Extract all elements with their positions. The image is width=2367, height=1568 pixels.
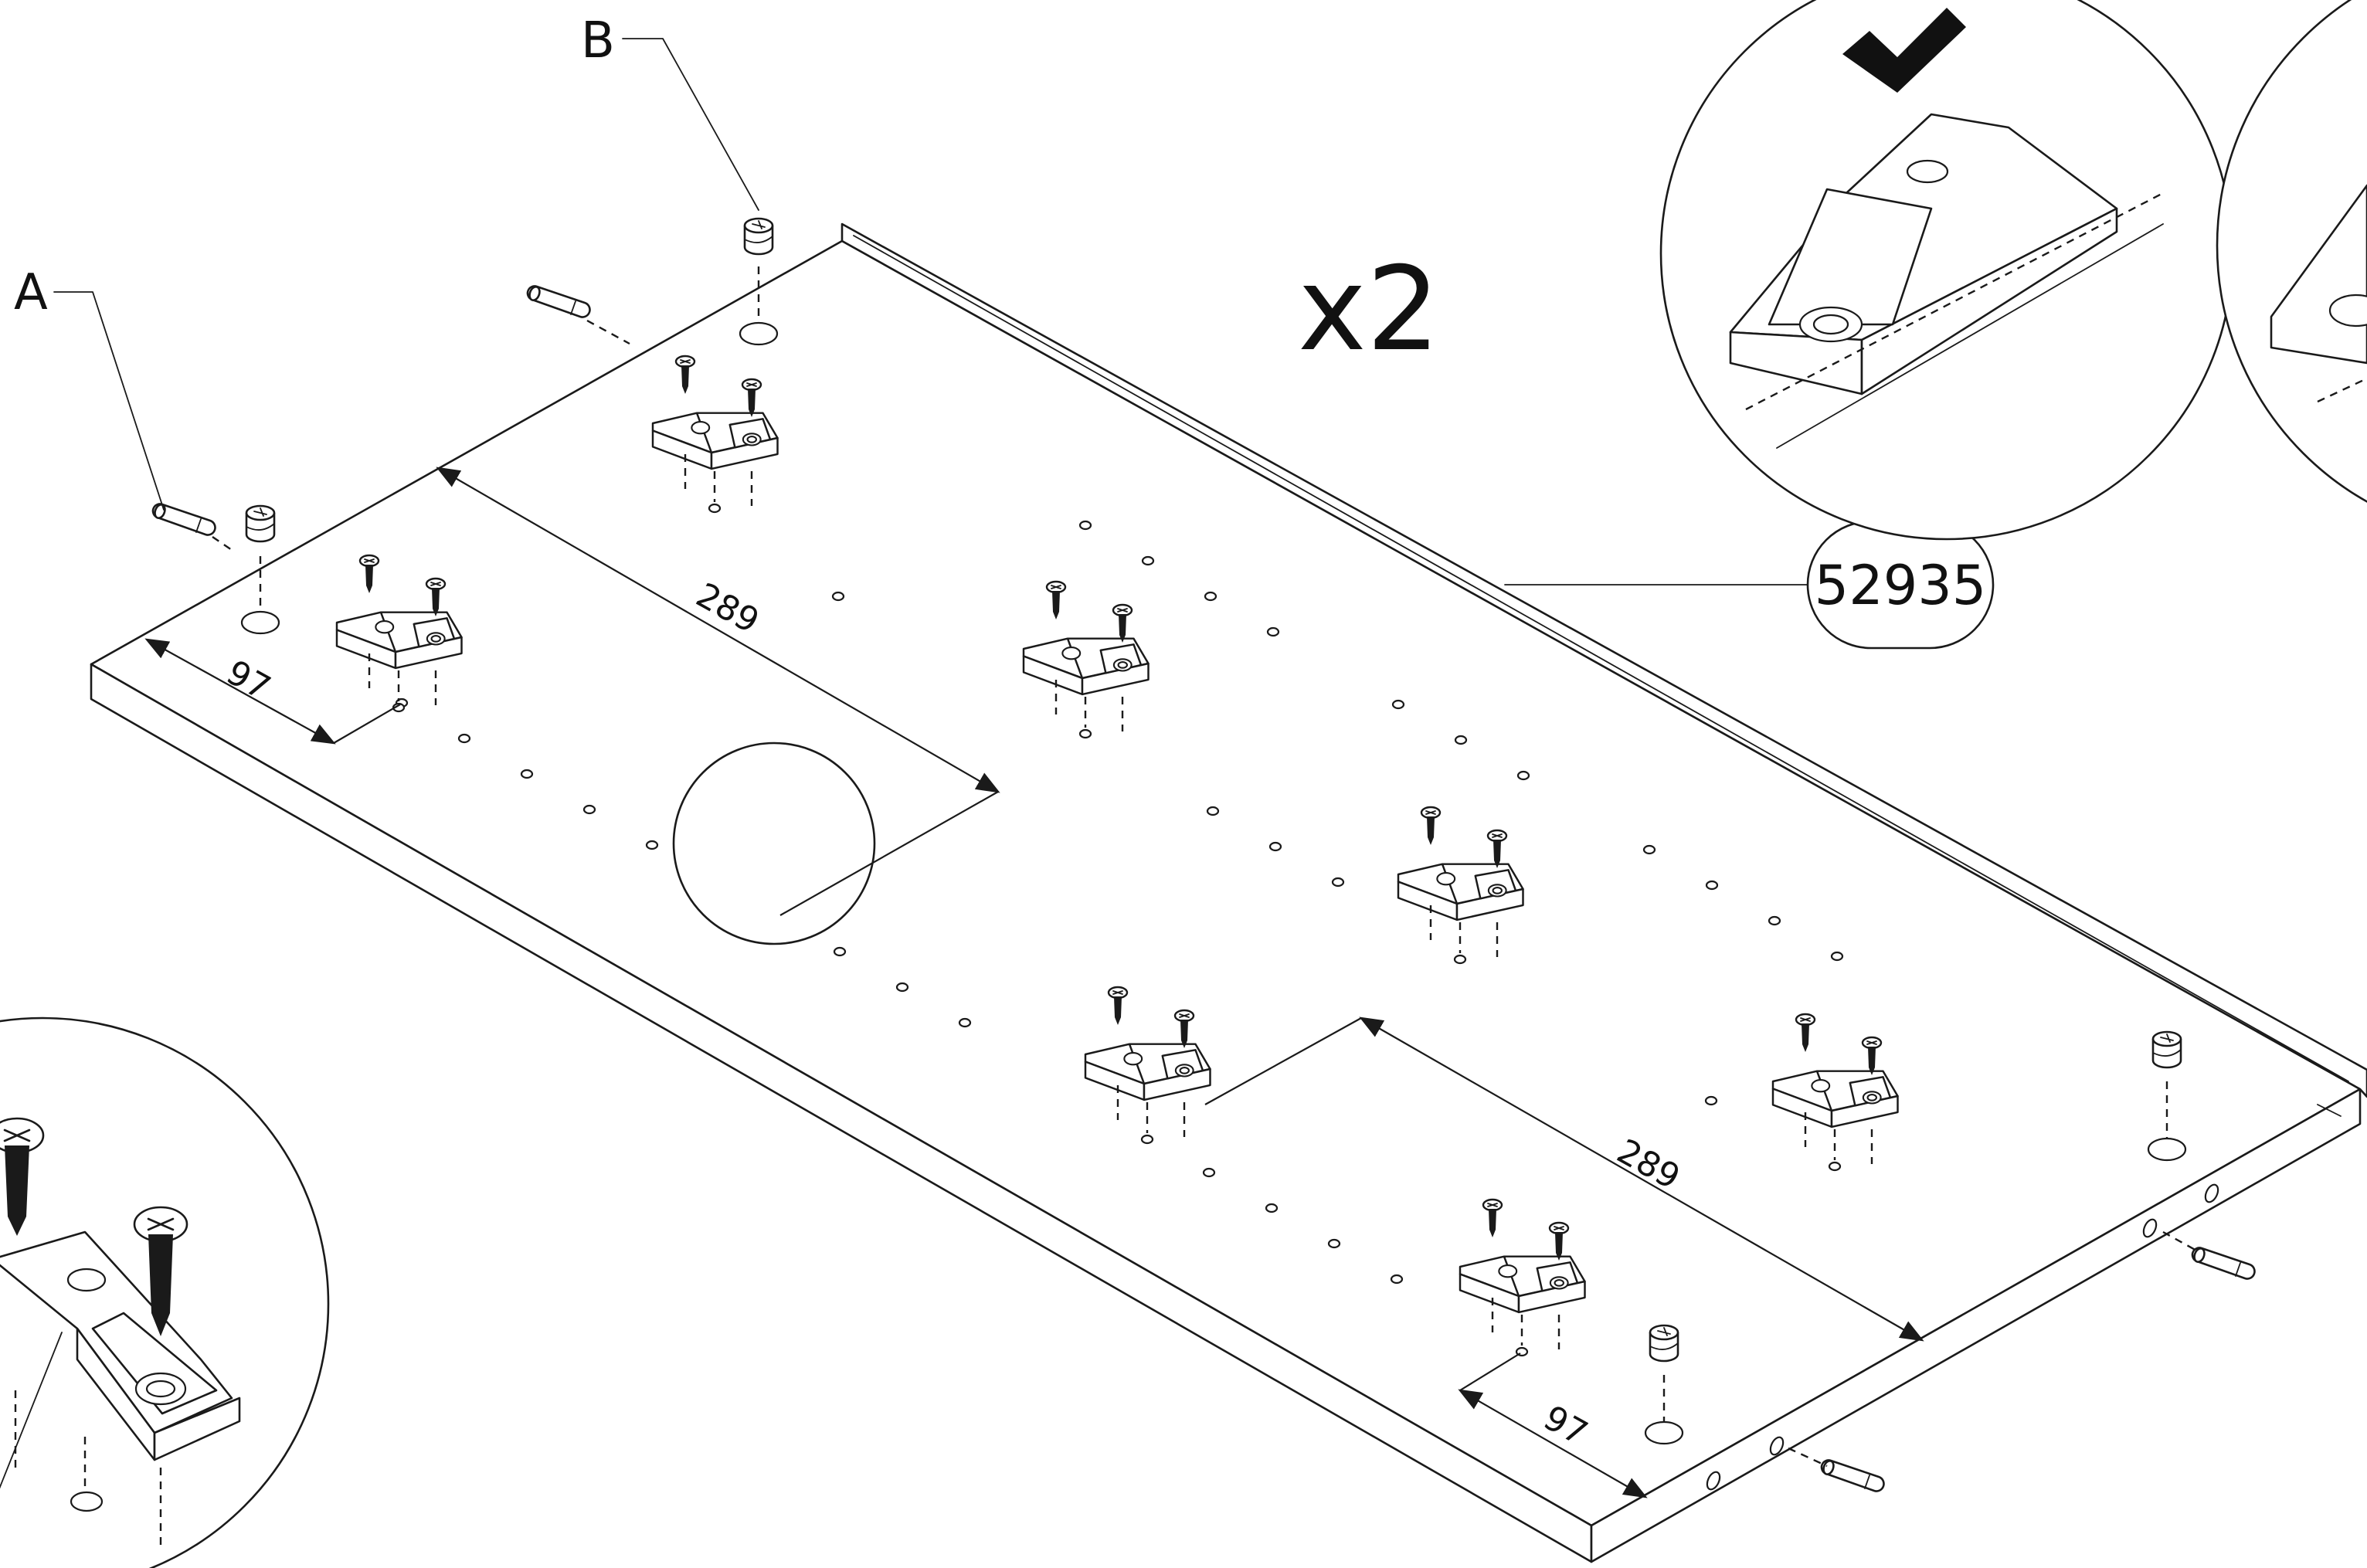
part-number: 52935 [1815, 554, 1987, 617]
check-mark-icon [1842, 8, 1966, 93]
shelf-pin-hole [1454, 735, 1468, 745]
shelf-pin-hole [1830, 951, 1844, 962]
shelf-pin-hole [1204, 591, 1217, 602]
corner-bracket-icon [1397, 806, 1524, 965]
callout-label-a: A [14, 264, 48, 321]
shelf-pin-hole [645, 840, 659, 850]
shelf-pin-hole [1642, 844, 1656, 855]
callout-label-b: B [581, 12, 615, 70]
shelf-pin-hole [1141, 555, 1155, 566]
dowel-right-back [2142, 1183, 2256, 1280]
shelf-pin-hole [1266, 626, 1280, 637]
part-number-callout: 52935 [1504, 520, 1995, 650]
callout-a: A [14, 264, 165, 511]
corner-bracket-icon [1084, 986, 1211, 1145]
shelf-pin-hole [1202, 1167, 1216, 1178]
shelf-pin-hole [958, 1017, 972, 1028]
shelf-pin-hole [895, 982, 909, 993]
detail-circle-small [672, 742, 876, 945]
corner-bracket-icon [1022, 580, 1150, 739]
shelf-pin-hole [1516, 770, 1530, 781]
shelf-pin-hole [831, 591, 845, 602]
quantity-label: x2 [1298, 243, 1440, 377]
screw-icon [133, 1206, 188, 1336]
callout-b: B [581, 12, 759, 211]
cam-lock-a [240, 504, 280, 635]
shelf-pin-hole [1390, 1274, 1404, 1285]
shelf-pin-hole [1705, 880, 1719, 891]
shelf-pin-hole [1206, 806, 1220, 816]
shelf-pin-hole [1078, 520, 1092, 531]
detail-circle-incorrect [2216, 0, 2367, 503]
shelf-pin-hole [1768, 915, 1781, 926]
dowel-b [526, 284, 630, 345]
shelf-pin-hole [1327, 1238, 1341, 1249]
screw-icon [0, 1117, 45, 1236]
shelf-pin-hole [1391, 699, 1405, 710]
shelf-pin-hole [1268, 841, 1282, 852]
shelf-pin-hole [833, 946, 847, 957]
cam-lock-b [739, 217, 779, 346]
dowel-a [151, 502, 233, 551]
shelf-pin-hole [1704, 1095, 1718, 1106]
shelf-pin-hole [520, 769, 534, 779]
shelf-pin-hole [582, 804, 596, 815]
cam-lock-right-back [2147, 1030, 2187, 1162]
detail-circle-correct [1659, 0, 2234, 541]
shelf-pin-hole [1265, 1203, 1279, 1213]
dowel-right-front [1706, 1436, 1885, 1492]
detail-circle-bracket-enlarged [0, 1016, 330, 1568]
shelf-pin-hole [1331, 877, 1345, 888]
cam-lock-right-front [1644, 1324, 1684, 1445]
shelf-pin-hole [457, 733, 471, 744]
